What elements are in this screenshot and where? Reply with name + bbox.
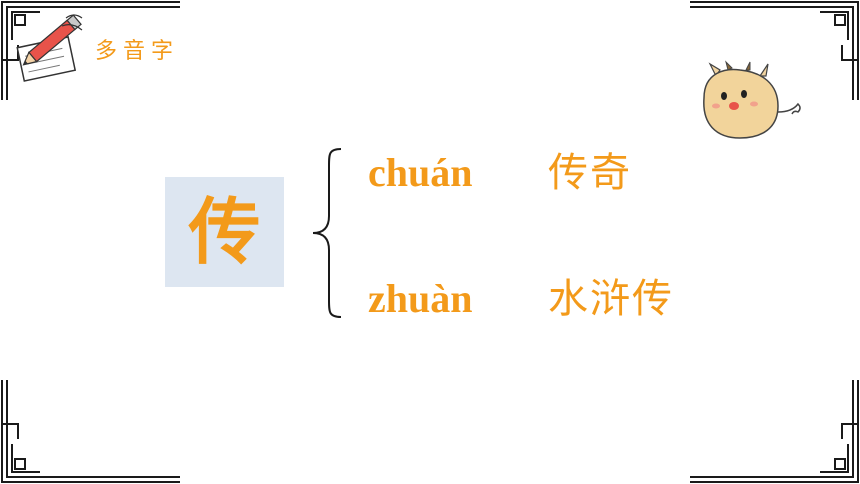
pinyin-1: chuán [368,150,473,195]
character-box: 传 [165,177,284,287]
curly-brace [312,148,342,318]
cartoon-ox-icon [703,60,801,139]
pinyin-2: zhuàn [368,276,473,321]
pencil-paper-icon [16,14,83,82]
reading-row-1: chuán 传奇 [368,140,632,198]
example-word-1: 传奇 [548,150,632,196]
reading-row-2: zhuàn 水浒传 [368,266,674,324]
main-character: 传 [188,190,261,274]
example-word-2: 水浒传 [548,276,674,322]
page-title: 多音字 [95,39,180,64]
